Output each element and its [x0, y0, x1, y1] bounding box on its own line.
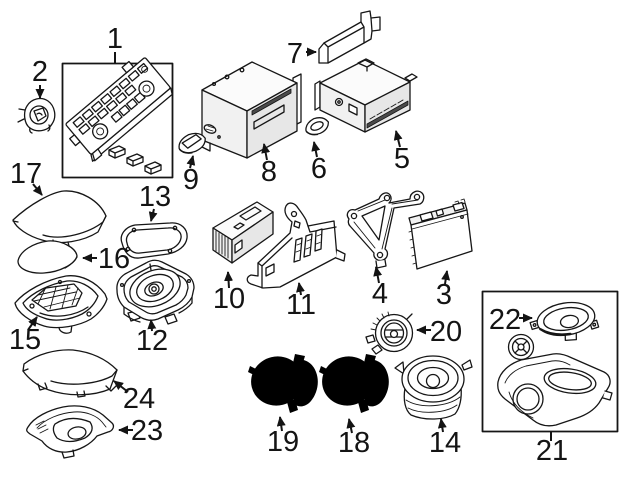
callout-10-label[interactable]: 10: [213, 283, 245, 315]
callout-17[interactable]: 17: [10, 158, 43, 196]
callout-labels: 1 2 7 8 6 5 9 17: [9, 23, 568, 467]
callout-23[interactable]: 23: [118, 415, 163, 447]
callout-7-label[interactable]: 7: [287, 38, 303, 70]
callout-18[interactable]: 18: [338, 418, 370, 459]
part-21-tweeter: [507, 333, 535, 361]
part-17-cover-panel: [12, 190, 107, 248]
callout-21-label[interactable]: 21: [536, 435, 568, 467]
callout-21[interactable]: 21: [536, 432, 568, 467]
part-4-bracket: [346, 190, 425, 269]
part-3-control-module: [408, 198, 473, 270]
callout-12-label[interactable]: 12: [136, 325, 168, 357]
callout-2-label[interactable]: 2: [32, 56, 48, 88]
part-15-speaker-housing: [14, 275, 108, 334]
callout-3[interactable]: 3: [436, 270, 452, 311]
part-16-seal: [17, 240, 78, 274]
part-22-oval-speaker: [529, 301, 600, 342]
callout-24-label[interactable]: 24: [123, 383, 155, 415]
part-14-woofer: [394, 355, 473, 420]
callout-10[interactable]: 10: [213, 271, 245, 315]
callout-22-label[interactable]: 22: [489, 304, 521, 336]
part-20-tweeter: [365, 311, 414, 355]
callout-3-label[interactable]: 3: [436, 279, 452, 311]
callout-6[interactable]: 6: [311, 141, 327, 185]
callout-20[interactable]: 20: [416, 316, 462, 348]
callout-18-label[interactable]: 18: [338, 427, 370, 459]
callout-19-label[interactable]: 19: [267, 426, 299, 458]
callout-13[interactable]: 13: [139, 181, 171, 222]
callout-16-label[interactable]: 16: [98, 243, 130, 275]
callout-6-label[interactable]: 6: [311, 153, 327, 185]
callout-14-label[interactable]: 14: [429, 427, 461, 459]
part-1-button-caps: [108, 145, 162, 175]
callout-1[interactable]: 1: [107, 23, 123, 63]
part-18-speaker: [316, 350, 389, 413]
callout-1-label[interactable]: 1: [107, 23, 123, 55]
callout-9[interactable]: 9: [183, 155, 199, 196]
callout-4[interactable]: 4: [372, 266, 388, 310]
callout-19[interactable]: 19: [267, 416, 299, 458]
part-7-mounting-bracket: [318, 10, 381, 64]
callout-22[interactable]: 22: [489, 304, 533, 336]
part-21-enclosure: [497, 353, 613, 427]
callout-14[interactable]: 14: [429, 418, 461, 459]
callout-4-label[interactable]: 4: [372, 278, 388, 310]
part-21-speaker-assembly: [481, 290, 619, 433]
part-5-disc-player-unit: [314, 58, 418, 133]
callout-17-label[interactable]: 17: [10, 158, 42, 190]
callout-11[interactable]: 11: [286, 282, 316, 321]
part-2-control-knob: [17, 97, 56, 134]
part-6-grommet: [305, 117, 330, 136]
part-10-amplifier: [212, 201, 274, 264]
callout-9-label[interactable]: 9: [183, 164, 199, 196]
part-12-subwoofer: [116, 259, 195, 325]
callout-24[interactable]: 24: [113, 380, 155, 415]
callout-8[interactable]: 8: [261, 143, 277, 188]
callout-13-label[interactable]: 13: [139, 181, 171, 213]
callout-2[interactable]: 2: [32, 56, 48, 99]
callout-16[interactable]: 16: [82, 243, 130, 275]
callout-8-label[interactable]: 8: [261, 156, 277, 188]
part-23-speaker-bracket: [26, 405, 115, 459]
callout-15[interactable]: 15: [9, 316, 41, 356]
callout-7[interactable]: 7: [287, 38, 317, 70]
part-9-grommet: [178, 132, 206, 154]
callout-20-label[interactable]: 20: [430, 316, 462, 348]
diagram-artwork: [12, 10, 619, 459]
part-11-support-bracket: [246, 202, 346, 289]
part-1-radio-control-panel-assembly: [61, 57, 174, 179]
part-19-speaker: [245, 350, 318, 413]
part-8-radio-head-unit: [201, 61, 302, 159]
callout-23-label[interactable]: 23: [131, 415, 163, 447]
callout-5[interactable]: 5: [393, 130, 410, 175]
callout-15-label[interactable]: 15: [9, 324, 41, 356]
callout-5-label[interactable]: 5: [394, 143, 410, 175]
callout-12[interactable]: 12: [136, 319, 168, 357]
part-13-gasket: [120, 222, 188, 259]
part-24-cover-panel: [22, 349, 118, 398]
callout-11-label[interactable]: 11: [286, 289, 316, 321]
